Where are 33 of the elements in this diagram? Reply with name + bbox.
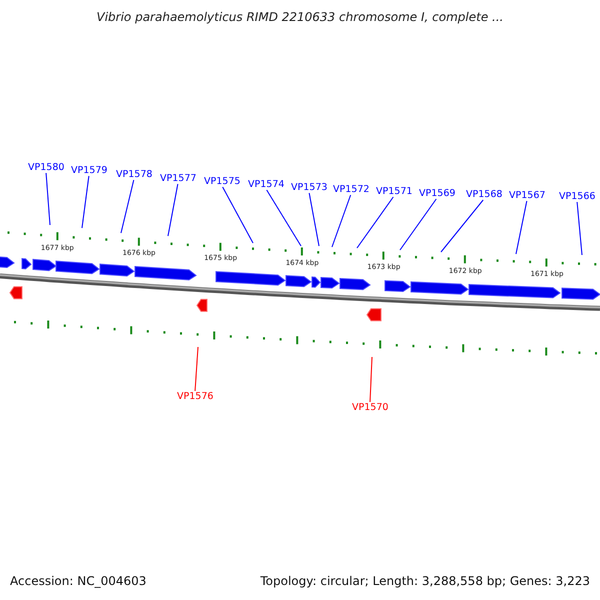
gene-label: VP1572 (333, 184, 370, 195)
gene-label: VP1568 (466, 189, 502, 200)
leader-line (516, 200, 528, 254)
gene-label: VP1575 (204, 176, 240, 187)
leader-line (440, 200, 484, 252)
leader-line (194, 346, 198, 392)
gene-label: VP1571 (376, 186, 412, 197)
leader-line (266, 190, 302, 246)
leader-line (222, 186, 254, 244)
gene-label: VP1567 (509, 190, 546, 201)
title: Vibrio parahaemolyticus RIMD 2210633 chromosome I, complete ... (96, 10, 504, 24)
gene-label: VP1580 (28, 162, 64, 173)
gene-label: VP1566 (559, 191, 596, 202)
leader-line (370, 356, 372, 402)
gene-label: VP1579 (71, 165, 108, 176)
gene-label: VP1573 (291, 182, 328, 193)
gene-label: VP1570 (352, 402, 388, 413)
footer-text: Topology: circular; Length: 3,288,558 bp; Genes: 3,223 (260, 574, 590, 588)
leader-line (82, 176, 90, 228)
leader-line (308, 192, 320, 246)
leader-line (168, 184, 178, 236)
gene-label: VP1574 (248, 179, 284, 190)
footer-text: Accession: NC_004603 (10, 574, 146, 588)
gene-label: VP1577 (160, 173, 196, 184)
leader-line (400, 198, 437, 250)
gene-label: VP1569 (419, 188, 456, 199)
leader-line (332, 194, 352, 248)
leader-line (576, 202, 582, 256)
leader-line (356, 196, 394, 248)
leader-line (46, 172, 50, 226)
gene-label: VP1578 (116, 169, 152, 180)
leader-line (120, 180, 134, 234)
gene-label: VP1576 (177, 391, 214, 402)
